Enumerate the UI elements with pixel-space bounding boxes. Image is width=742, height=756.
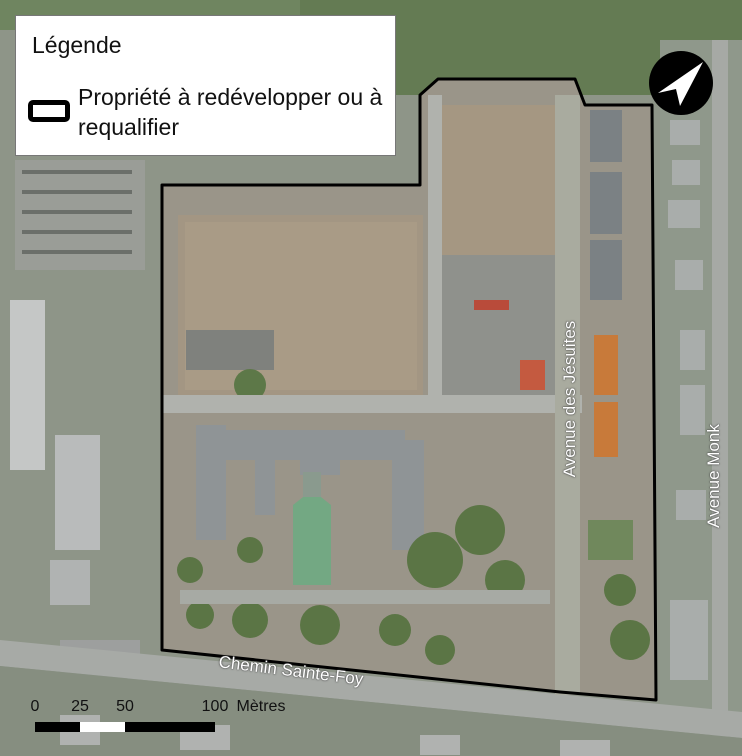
internal-road: [162, 395, 582, 413]
road-chemin-sainte-foy: [0, 640, 742, 738]
scale-tick-100: 100: [201, 698, 229, 715]
temporary-parking: [186, 330, 274, 370]
north-arrow-icon: [649, 51, 713, 115]
construction-site: [442, 105, 555, 255]
scale-unit: Mètres: [236, 698, 286, 715]
scale-segment: [80, 722, 125, 732]
chapel-roof: [293, 490, 331, 585]
tree: [234, 369, 266, 401]
scale-segment: [35, 722, 80, 732]
legend-item-label: Propriété à redévelopper ou à requalifie…: [78, 84, 383, 140]
scale-segment: [125, 722, 215, 732]
property-outline-swatch: [28, 100, 70, 122]
scale-tick-50: 50: [116, 698, 134, 715]
building: [55, 435, 100, 550]
building-complex: [196, 425, 424, 550]
map-legend: Légende Propriété à redévelopper ou à re…: [15, 15, 396, 156]
building: [10, 300, 45, 470]
property-boundary: [160, 77, 658, 702]
scale-tick-25: 25: [71, 698, 89, 715]
street-label-avenue-des-jesuites: Avenue des Jésuites: [560, 320, 579, 478]
building: [50, 560, 90, 605]
road-avenue-monk: [712, 40, 728, 756]
scale-bar: 0 25 50 100 Mètres: [30, 698, 330, 738]
legend-title: Légende: [32, 32, 122, 58]
scale-tick-0: 0: [30, 698, 40, 715]
street-label-avenue-monk: Avenue Monk: [704, 424, 723, 528]
